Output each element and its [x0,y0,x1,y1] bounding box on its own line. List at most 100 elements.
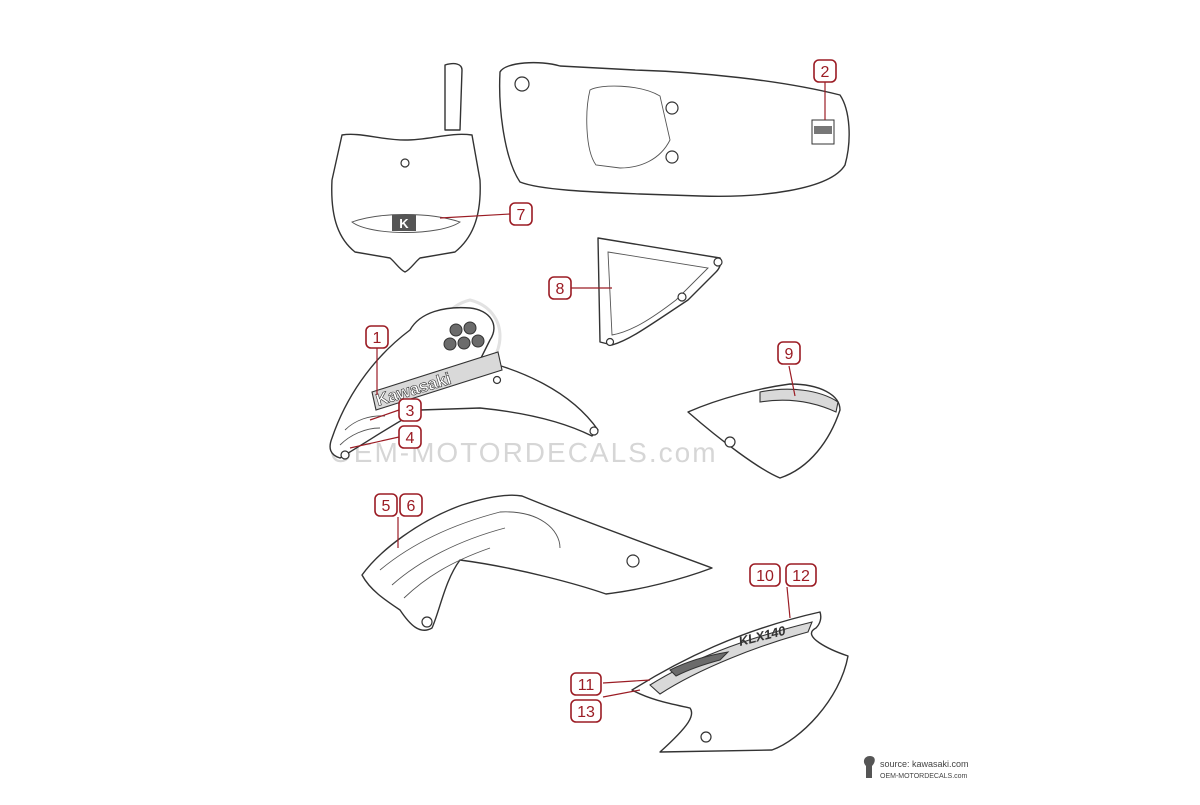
leader-line-4 [349,436,400,449]
callouts: 2 7 8 1 3 4 9 5 [365,59,837,723]
callout-2-label: 2 [821,64,830,81]
callout-2-box [813,59,837,83]
callout-6: 6 [399,493,423,517]
callout-4-box [398,425,422,449]
rear-side-cover: KLX140 [631,611,849,753]
callout-7-label: 7 [517,207,526,224]
side-cover-body [631,611,849,753]
callout-1-box [365,325,389,349]
shroud-graphic-line [379,511,561,571]
callout-12: 12 [785,563,817,587]
vent-hole [471,334,485,348]
callout-6-label: 6 [407,498,416,515]
side-cover-accent [669,651,730,677]
bolt-icon [724,436,736,448]
callout-1-label: 1 [373,330,382,347]
shroud-graphic-line [391,527,506,586]
leader-line-7 [439,213,511,219]
callout-8: 8 [548,276,572,300]
bolt-icon [400,158,410,168]
callout-5-box [374,493,398,517]
callout-13-box [570,699,602,723]
vent-hole [463,321,477,335]
fender-inner-shape [586,85,671,169]
bolt-icon [665,150,679,164]
callout-9-box [777,341,801,365]
callout-4: 4 [398,425,422,449]
callout-11: 11 [570,672,602,696]
callout-3-label: 3 [406,403,415,420]
bolt-icon [605,337,615,347]
callout-1: 1 [365,325,389,349]
watermark-text: OEM-MOTORDECALS.com [330,437,718,468]
air-box-inner [607,251,709,336]
callout-9: 9 [777,341,801,365]
leader-line-13 [602,689,641,698]
callout-8-label: 8 [556,281,565,298]
shroud-graphic-line [403,547,491,599]
radiator-shroud: Kawasaki [329,306,599,460]
rear-fender [498,61,850,197]
air-box-cover [597,237,723,347]
callout-12-label: 12 [792,568,810,585]
air-box-frame [597,237,722,346]
lower-stripe-line [339,427,381,446]
vent-hole [449,323,463,337]
credit-site-text: OEM-MOTORDECALS.com [880,773,968,780]
headlight-lens [351,214,461,233]
fork-tube-shape [444,62,463,131]
credit-source-text: source: kawasaki.com [880,759,969,769]
kawasaki-decal-strip [371,351,503,411]
callout-13: 13 [570,699,602,723]
credit-logo-icon [863,756,875,778]
bolt-icon [713,257,723,267]
callout-11-label: 11 [578,677,595,694]
number-plate-body [331,133,481,273]
bolt-icon [514,76,530,92]
source-credit: source: kawasaki.com OEM-MOTORDECALS.com [863,756,969,780]
callout-5-label: 5 [382,498,391,515]
side-number-plate [687,383,841,479]
rear-fender-body [498,61,850,197]
callout-5: 5 [374,493,398,517]
callout-10-box [749,563,781,587]
fender-decal-stripe [814,126,832,134]
bolt-icon [492,375,502,385]
leader-line-3 [369,409,400,421]
bolt-icon [700,731,712,743]
tank-shroud [361,494,713,631]
k-logo-icon: K [399,216,409,231]
callout-7: 7 [509,202,533,226]
callout-12-box [785,563,817,587]
k-logo-decal [392,215,416,231]
callout-2: 2 [813,59,837,83]
leader-lines [349,81,826,698]
callout-10: 10 [749,563,781,587]
bolt-icon [677,292,687,302]
leader-line-11 [602,679,651,684]
callout-4-label: 4 [406,430,415,447]
bolt-icon [665,101,679,115]
callout-6-box [399,493,423,517]
callout-8-box [548,276,572,300]
callout-3: 3 [398,398,422,422]
bolt-icon [589,426,599,436]
bolt-icon [340,450,350,460]
front-number-plate: K [331,62,481,273]
side-plate-stripe [759,388,839,413]
shroud-body [329,306,599,459]
callout-10-label: 10 [756,568,774,585]
callout-3-box [398,398,422,422]
bolt-icon [421,616,433,628]
leader-line-10-12 [786,586,791,619]
side-plate-body [687,383,841,479]
callout-13-label: 13 [577,704,595,721]
leader-line-9 [788,365,796,397]
vent-hole [457,336,471,350]
callout-11-box [570,672,602,696]
vent-hole [443,337,457,351]
bolt-icon [626,554,640,568]
callout-9-label: 9 [785,346,794,363]
